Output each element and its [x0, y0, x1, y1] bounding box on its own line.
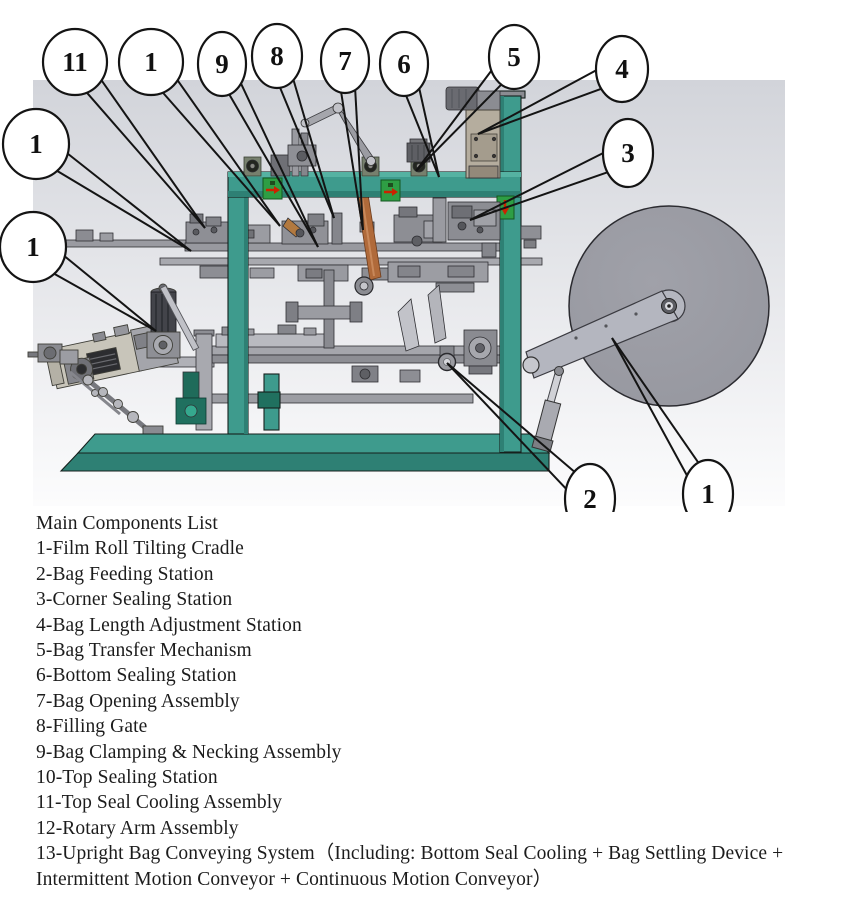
callout-leader-line — [292, 79, 335, 219]
callout-number: 5 — [507, 42, 521, 72]
callout-circle — [196, 30, 248, 98]
component-item: 8-Filling Gate — [36, 716, 148, 738]
bag-length-adjustment-box — [465, 109, 501, 179]
callout-leader-line — [405, 95, 440, 178]
callout-leader-line — [477, 87, 602, 135]
callout-leader-line — [240, 83, 319, 248]
component-item: 13-Upright Bag Conveying System（Includin… — [36, 843, 784, 890]
component-item: 5-Bag Transfer Mechanism — [36, 640, 252, 662]
callout-number: 1 — [29, 129, 43, 159]
callout-balloon-1: 1 — [1, 107, 192, 252]
callout-number: 6 — [397, 49, 411, 79]
callout-number: 8 — [270, 41, 284, 71]
component-item: 4-Bag Length Adjustment Station — [36, 614, 302, 636]
callout-leader-line — [469, 171, 608, 221]
callout-balloon-9: 9 — [196, 30, 319, 248]
callout-leader-line — [446, 362, 567, 490]
callout-leader-line — [469, 152, 604, 221]
callout-leader-line — [611, 337, 688, 476]
component-item: 6-Bottom Sealing Station — [36, 665, 237, 687]
callout-number: 1 — [26, 232, 40, 262]
callout-number: 9 — [215, 49, 229, 79]
callout-leader-line — [67, 152, 192, 252]
component-item: 2-Bag Feeding Station — [36, 563, 214, 585]
callout-number: 2 — [583, 484, 597, 512]
callout-circle — [250, 22, 304, 90]
component-item: 10-Top Sealing Station — [36, 767, 218, 789]
callout-circle — [0, 210, 68, 284]
callout-number: 4 — [615, 54, 629, 84]
callout-circle — [594, 34, 650, 104]
components-list-items: 1-Film Roll Tilting Cradle 2-Bag Feeding … — [36, 536, 828, 892]
callout-circle — [319, 27, 371, 95]
callout-leader-line — [53, 272, 157, 332]
arm-joint — [522, 356, 540, 374]
callout-number: 1 — [701, 479, 715, 509]
callout-number: 1 — [144, 47, 158, 77]
callout-balloon-5: 5 — [415, 23, 541, 172]
callout-leader-line — [415, 69, 493, 172]
callout-circle — [681, 458, 735, 512]
callout-circle — [563, 462, 617, 512]
callout-balloon-4: 4 — [477, 34, 650, 135]
callout-balloon-8: 8 — [250, 22, 335, 219]
callout-balloon-2: 2 — [446, 362, 617, 512]
callout-leader-line — [64, 255, 157, 332]
component-item: 7-Bag Opening Assembly — [36, 690, 240, 712]
callout-balloon-6: 6 — [378, 30, 440, 178]
callout-balloon-11: 11 — [41, 27, 206, 229]
callout-leader-line — [100, 79, 206, 229]
component-item: 11-Top Seal Cooling Assembly — [36, 792, 283, 814]
callout-leader-line — [418, 88, 440, 178]
callout-number: 3 — [621, 138, 635, 168]
components-list: Main Components List 1-Film Roll Tilting… — [36, 511, 828, 892]
callout-balloon-3: 3 — [469, 117, 655, 221]
callout-circle — [1, 107, 71, 181]
callout-balloon-1: 1 — [611, 337, 735, 512]
callout-circle — [378, 30, 430, 98]
callout-circle — [117, 27, 185, 97]
callout-leader-line — [86, 92, 206, 229]
callout-leader-line — [415, 83, 503, 172]
callout-circle — [601, 117, 655, 189]
callout-leader-line — [477, 69, 597, 135]
safety-label-icon — [262, 177, 283, 200]
callout-number: 7 — [338, 46, 352, 76]
callout-leader-line — [56, 170, 192, 252]
callout-leader-line — [354, 89, 364, 231]
callout-number: 11 — [62, 47, 88, 77]
callout-circle — [487, 23, 541, 91]
callout-balloon-1: 1 — [0, 210, 157, 332]
callout-balloon-1: 1 — [117, 27, 281, 227]
component-item: 12-Rotary Arm Assembly — [36, 817, 239, 839]
component-item: 3-Corner Sealing Station — [36, 589, 233, 611]
safety-label-icon — [380, 179, 401, 202]
callout-leader-line — [446, 362, 576, 473]
callout-leader-line — [176, 79, 281, 227]
callout-leader-line — [340, 92, 364, 231]
component-item: 9-Bag Clamping & Necking Assembly — [36, 741, 342, 763]
callout-balloon-7: 7 — [319, 27, 371, 231]
callout-leader-line — [611, 337, 700, 464]
callout-leader-line — [228, 93, 319, 248]
film-cradle-left — [27, 283, 200, 439]
bearing-block — [243, 156, 262, 177]
component-item: 1-Film Roll Tilting Cradle — [36, 538, 244, 560]
callout-circle — [41, 27, 109, 97]
components-list-title: Main Components List — [36, 513, 218, 534]
callout-leader-line — [279, 87, 335, 219]
callout-leader-line — [162, 91, 281, 227]
